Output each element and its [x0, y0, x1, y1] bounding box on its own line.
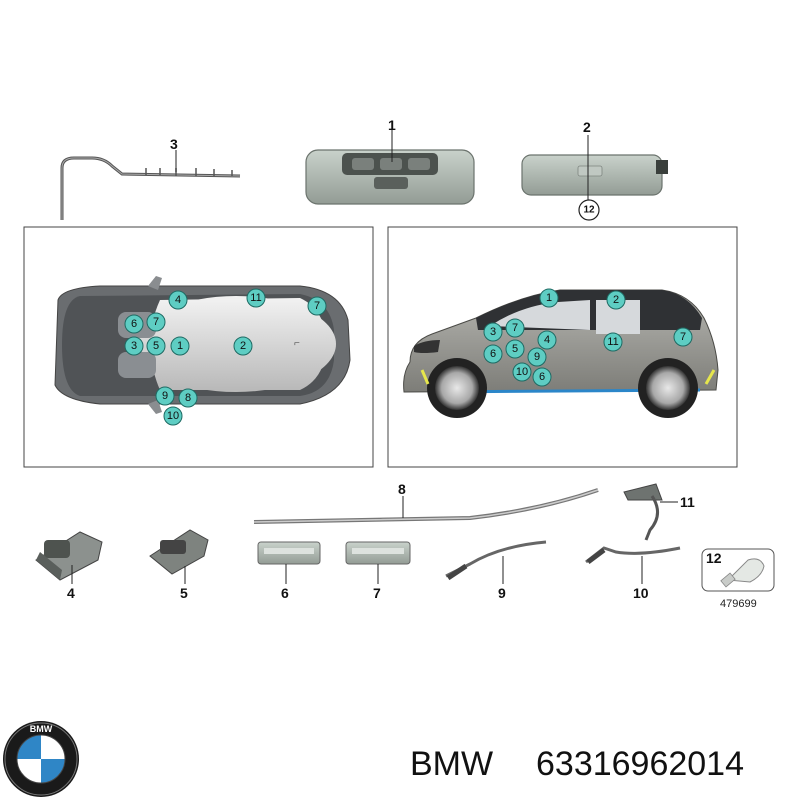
bmw-logo: BMW — [3, 721, 79, 797]
top-view-callout-label-3: 7 — [314, 300, 320, 312]
part-12-bulb: 12 — [701, 548, 775, 592]
svg-text:⌐: ⌐ — [294, 338, 300, 349]
top-view-panel: ⌐ — [23, 226, 374, 468]
part-label-9: 9 — [498, 585, 506, 601]
part-5-switch: 5 — [149, 529, 209, 601]
top-view-callout-label-10: 9 — [162, 390, 168, 402]
top-view-callout-label-1: 4 — [175, 294, 181, 306]
brand-name: BMW — [410, 745, 493, 783]
top-view-callout-circle-8 — [170, 336, 190, 356]
side-view-callout-label-11: 10 — [516, 366, 528, 378]
part-label-11: 11 — [680, 494, 695, 510]
side-view-callout-label-7: 5 — [512, 343, 518, 355]
top-view-callout-circle-11 — [178, 388, 198, 408]
top-view-callout-circle-7 — [146, 336, 166, 356]
part-11-bracket-light: 11 — [623, 483, 695, 541]
part-1-front-interior-light: 1 — [305, 117, 475, 205]
top-view-callout-label-6: 3 — [131, 340, 137, 352]
top-view-callout-circle-3 — [307, 296, 327, 316]
side-view-callout-label-12: 6 — [539, 371, 545, 383]
side-view-callout-label-6: 6 — [490, 348, 496, 360]
top-view-callout-circle-6 — [124, 336, 144, 356]
top-view-callout-circle-12 — [163, 406, 183, 426]
side-view-callout-label-3: 3 — [490, 326, 496, 338]
side-view-callout-label-1: 1 — [546, 292, 552, 304]
side-view-callout-label-2: 2 — [613, 294, 619, 306]
side-view-callout-label-4: 7 — [512, 322, 518, 334]
part-8-light-strip: 8 — [253, 481, 599, 524]
part-label-12: 12 — [706, 550, 722, 566]
top-view-callout-circle-10 — [155, 386, 175, 406]
top-view-callout-label-11: 8 — [185, 392, 191, 404]
side-view-callout-circle-9 — [603, 332, 623, 352]
top-view-callout-circle-2 — [246, 288, 266, 308]
side-view-callout-circle-3 — [483, 322, 503, 342]
part-number: 63316962014 — [536, 745, 744, 783]
part-label-5: 5 — [180, 585, 188, 601]
part-label-7: 7 — [373, 585, 381, 601]
part-label-10: 10 — [633, 585, 649, 601]
part-12-callout-circle — [578, 199, 600, 221]
side-view-callout-circle-5 — [537, 330, 557, 350]
part-label-4: 4 — [67, 585, 75, 601]
side-view-callout-circle-6 — [483, 344, 503, 364]
part-label-2: 2 — [583, 119, 591, 135]
top-view-callout-circle-4 — [124, 314, 144, 334]
top-view-callout-label-9: 2 — [240, 340, 246, 352]
side-view-callout-circle-10 — [673, 327, 693, 347]
part-10-light-guide: 10 — [585, 546, 681, 601]
side-view-callout-circle-11 — [512, 362, 532, 382]
side-view-panel — [387, 226, 738, 468]
part-7-courtesy-light: 7 — [345, 541, 411, 601]
side-view-callout-circle-1 — [539, 288, 559, 308]
top-view-callout-circle-1 — [168, 290, 188, 310]
part-label-8: 8 — [398, 481, 406, 497]
top-view-callout-label-5: 7 — [153, 316, 159, 328]
part-label-1: 1 — [388, 117, 396, 133]
side-view-callouts: 1 2 3 7 4 6 5 9 11 7 10 6 — [483, 288, 693, 387]
part-4-switch-module: 4 — [35, 531, 103, 601]
part-6-footwell-light: 6 — [257, 541, 321, 601]
part-9-light-guide: 9 — [445, 540, 547, 601]
side-view-callout-label-10: 7 — [680, 331, 686, 343]
side-view-callout-circle-4 — [505, 318, 525, 338]
bmw-logo-letters: BMW — [30, 724, 53, 734]
side-view-callout-circle-7 — [505, 339, 525, 359]
part-label-12-callout: 12 — [583, 205, 595, 216]
top-view-callout-label-4: 6 — [131, 318, 137, 330]
side-view-callout-label-9: 11 — [607, 336, 618, 348]
reference-code: 479699 — [720, 598, 757, 610]
side-view-callout-label-5: 4 — [544, 334, 550, 346]
top-view-callout-circle-5 — [146, 312, 166, 332]
side-view-callout-label-8: 9 — [534, 351, 540, 363]
part-3-wire-harness: 3 — [60, 136, 241, 220]
top-view-callout-label-8: 1 — [177, 340, 183, 352]
side-view-callout-circle-8 — [527, 347, 547, 367]
top-view-callout-circle-9 — [233, 336, 253, 356]
side-view-callout-circle-2 — [606, 290, 626, 310]
part-label-6: 6 — [281, 585, 289, 601]
part-label-3: 3 — [170, 136, 178, 152]
top-view-callout-label-12: 10 — [167, 410, 179, 422]
top-view-callout-label-2: 11 — [250, 292, 261, 304]
top-view-callouts: 4 11 7 6 7 3 5 1 2 9 8 10 — [124, 288, 327, 426]
part-2-rear-interior-light: 2 12 — [521, 119, 668, 221]
side-view-callout-circle-12 — [532, 367, 552, 387]
top-view-callout-label-7: 5 — [153, 340, 159, 352]
